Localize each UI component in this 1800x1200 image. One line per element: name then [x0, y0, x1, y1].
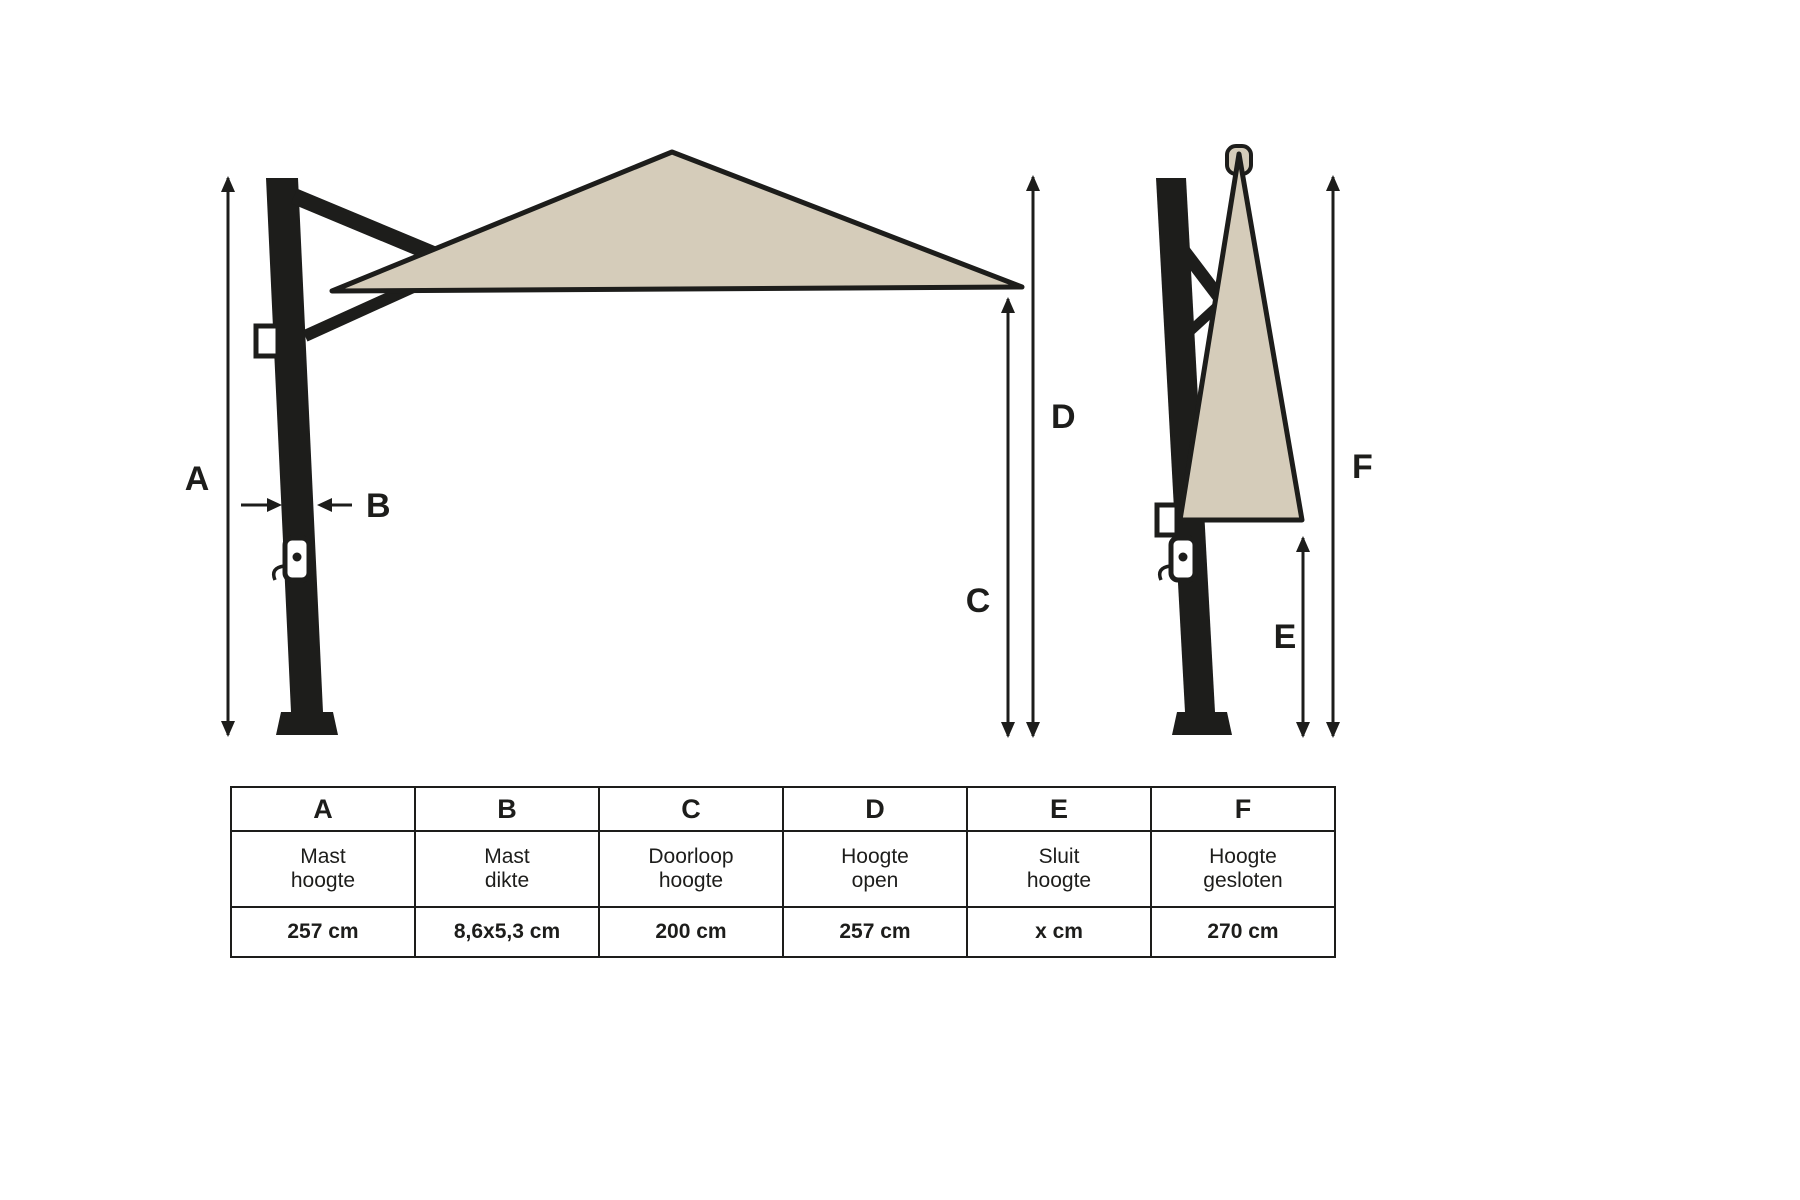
table-header-a: A — [230, 786, 416, 832]
mast-foot-open — [276, 712, 338, 735]
table-header-b: B — [414, 786, 600, 832]
table-header-c: C — [598, 786, 784, 832]
table-desc-a: Mast hoogte — [230, 830, 416, 908]
dimension-line-a — [221, 176, 235, 737]
table-desc-f: Hoogte gesloten — [1150, 830, 1336, 908]
dimension-label-b: B — [366, 487, 391, 525]
mast-open — [266, 178, 323, 712]
table-desc-c: Doorloop hoogte — [598, 830, 784, 908]
table-row-letters: A B C D E F — [230, 786, 1336, 832]
table-value-a: 257 cm — [230, 906, 416, 958]
arrow-up-icon — [1296, 536, 1310, 552]
mast-bracket-open — [253, 323, 281, 359]
arrow-right-icon — [267, 498, 282, 512]
parasol-diagram: A B — [185, 144, 1373, 738]
table-desc-d: Hoogte open — [782, 830, 968, 908]
dimension-label-a: A — [185, 460, 210, 498]
closed-parasol: E F — [1154, 144, 1373, 738]
dimension-label-c: C — [966, 582, 991, 620]
table-header-f: F — [1150, 786, 1336, 832]
dimension-line-c — [1001, 297, 1015, 738]
table-header-d: D — [782, 786, 968, 832]
open-parasol: A B — [185, 149, 1076, 738]
table-header-e: E — [966, 786, 1152, 832]
dimension-line-e — [1296, 536, 1310, 738]
rope-cleat-open — [271, 535, 312, 583]
mast-bracket-closed — [1154, 502, 1180, 538]
table-row-values: 257 cm 8,6x5,3 cm 200 cm 257 cm x cm 270… — [230, 906, 1336, 958]
canopy-open — [329, 149, 1025, 294]
rope-cleat-closed — [1157, 535, 1198, 583]
dimension-line-f — [1326, 175, 1340, 738]
arrow-down-icon — [1326, 722, 1340, 738]
arrow-down-icon — [1001, 722, 1015, 738]
arrow-down-icon — [1026, 722, 1040, 738]
mast-foot-closed — [1172, 712, 1232, 735]
table-row-descriptions: Mast hoogte Mast dikte Doorloop hoogte H… — [230, 830, 1336, 908]
arrow-down-icon — [221, 721, 235, 737]
dimension-line-b — [241, 498, 352, 512]
arrow-up-icon — [1326, 175, 1340, 191]
table-value-c: 200 cm — [598, 906, 784, 958]
table-value-d: 257 cm — [782, 906, 968, 958]
arrow-down-icon — [1296, 722, 1310, 738]
dimension-label-e: E — [1274, 618, 1297, 656]
table-desc-e: Sluit hoogte — [966, 830, 1152, 908]
dimension-label-f: F — [1352, 448, 1373, 486]
dimensions-table: A B C D E F Mast hoogte Mast dikte Doorl… — [230, 786, 1336, 958]
canopy-closed — [1177, 151, 1305, 523]
arrow-up-icon — [1001, 297, 1015, 313]
arrow-up-icon — [221, 176, 235, 192]
dimension-label-d: D — [1051, 398, 1076, 436]
table-value-e: x cm — [966, 906, 1152, 958]
table-value-b: 8,6x5,3 cm — [414, 906, 600, 958]
dimension-line-d — [1026, 175, 1040, 738]
arrow-up-icon — [1026, 175, 1040, 191]
mast-closed — [1156, 178, 1215, 712]
arrow-left-icon — [317, 498, 332, 512]
table-desc-b: Mast dikte — [414, 830, 600, 908]
table-value-f: 270 cm — [1150, 906, 1336, 958]
